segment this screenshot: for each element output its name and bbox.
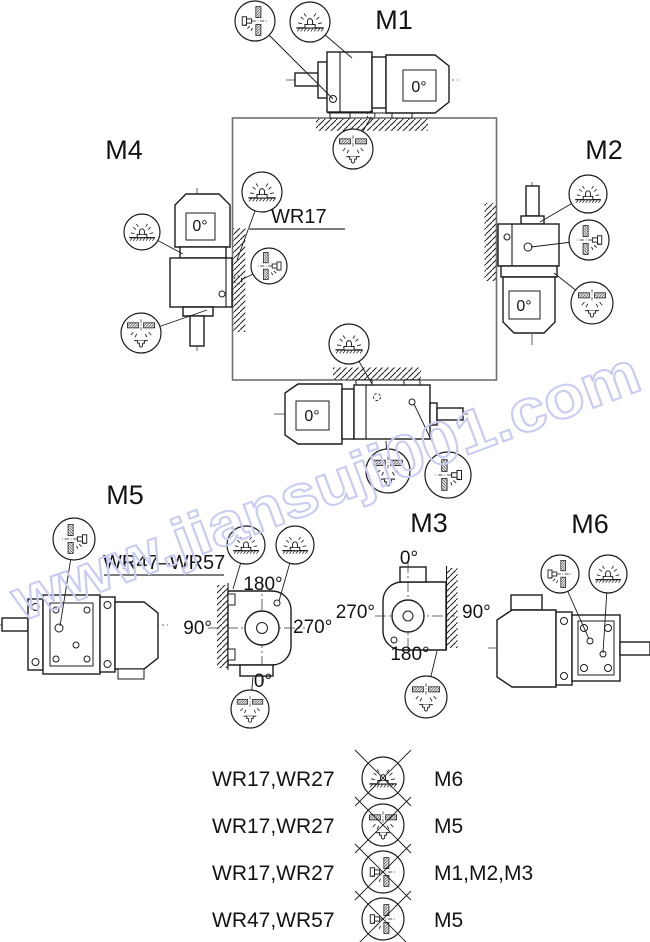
m5-gearmotor-drawing	[0, 594, 168, 680]
model-range: WR17,WR27	[212, 815, 335, 838]
table-row: WR17,WR27 M5	[212, 796, 463, 854]
table-row: WR47,WR57 M5	[212, 890, 463, 942]
wall-hatch-left	[233, 228, 246, 332]
terminal-box	[185, 212, 216, 241]
breather-top-crossed-icon	[354, 749, 412, 807]
side-plug-icon	[424, 451, 472, 499]
gear-housing	[169, 257, 233, 308]
wr17-series-label: WR17	[271, 206, 327, 228]
oil-plug-marker	[54, 623, 64, 633]
model-range: WR17,WR27	[212, 862, 335, 885]
m5-end-view-drawing: 180° 90° 270° 0°	[183, 574, 332, 692]
motor-body	[496, 609, 557, 688]
ceiling-angle-label: 0°	[304, 408, 319, 425]
m5-angle-bottom: 0°	[254, 671, 272, 692]
terminal-box	[510, 594, 543, 611]
m5-angle-top: 180°	[243, 574, 282, 595]
forbidden-positions: M1,M2,M3	[434, 862, 533, 885]
wall-hatch-top	[316, 118, 428, 131]
wall-hatch-bottom	[333, 367, 421, 380]
wall-hatch-right	[484, 203, 496, 281]
m3-position-label: M3	[410, 508, 448, 538]
breather-bottom-icon	[404, 675, 448, 719]
table-row: WR17,WR27 M6	[212, 749, 463, 807]
breather-top-icon	[289, 1, 331, 43]
m3-angle-top: 0°	[400, 548, 418, 569]
output-shaft	[619, 641, 650, 656]
breather-bottom-icon	[570, 281, 614, 325]
side-plug-icon	[52, 517, 96, 561]
oil-plug-marker	[390, 636, 398, 644]
gear-housing	[326, 51, 373, 113]
breather-bottom-icon	[230, 689, 270, 729]
breather-bottom-icon	[332, 128, 374, 170]
wr47-wr57-series-label: WR47–WR57	[103, 552, 225, 574]
output-shaft	[294, 72, 319, 87]
m3-end-view-drawing: 0° 270° 90° 180°	[336, 548, 491, 665]
m4-gearmotor-drawing: 0°	[169, 188, 243, 352]
terminal-box	[508, 290, 541, 320]
breather-bottom-icon	[120, 312, 162, 354]
breather-top-icon	[568, 174, 608, 214]
m3-angle-bottom: 180°	[390, 644, 429, 665]
breather-bottom-icon	[365, 448, 411, 494]
motor-body	[114, 601, 159, 670]
output-shaft	[189, 315, 205, 347]
callout-bubbles	[52, 0, 628, 729]
m6-gearmotor-drawing	[488, 594, 650, 688]
side-plug-icon	[568, 219, 610, 261]
m5-position-label: M5	[106, 480, 144, 510]
m1-angle-label: 0°	[411, 79, 426, 96]
table-row: WR17,WR27 M1,M2,M3	[212, 843, 533, 901]
m3-angle-left: 270°	[336, 602, 375, 623]
m1-gearmotor-drawing: 0°	[286, 51, 458, 120]
side-plug-crossed-icon	[354, 843, 412, 901]
breather-top-icon	[123, 213, 161, 251]
terminal-box	[402, 69, 437, 102]
output-shaft	[436, 407, 464, 421]
oil-plug-marker	[523, 242, 533, 252]
forbidden-positions: M5	[434, 909, 463, 932]
m6-position-label: M6	[571, 509, 609, 539]
m4-angle-label: 0°	[192, 218, 207, 235]
forbidden-positions: M6	[434, 768, 463, 791]
oil-plug-marker	[408, 398, 416, 406]
breather-top-icon	[588, 554, 628, 594]
m5-angle-right: 270°	[293, 617, 332, 638]
m5-angle-left: 90°	[183, 618, 212, 639]
breather-top-icon	[275, 525, 315, 565]
forbidden-positions: M5	[434, 815, 463, 838]
side-plug-icon	[540, 554, 580, 594]
model-range: WR17,WR27	[212, 768, 335, 791]
oil-plug-marker	[273, 599, 281, 607]
model-range: WR47,WR57	[212, 909, 335, 932]
oil-plug-marker	[586, 637, 594, 645]
terminal-box	[295, 400, 330, 431]
breather-bottom-crossed-icon	[354, 796, 412, 854]
breather-top-icon	[226, 525, 266, 565]
m2-angle-label: 0°	[516, 298, 531, 315]
breather-top-icon	[328, 323, 370, 365]
side-plug-crossed-icon	[354, 890, 412, 942]
restrictions-table: WR17,WR27 M6 WR17,WR27 M5 WR17,WR27 M1,M…	[212, 749, 533, 942]
m3-angle-right: 90°	[462, 602, 491, 623]
oil-plug-marker	[218, 290, 226, 298]
side-plug-icon	[234, 0, 276, 42]
m2-position-label: M2	[585, 135, 623, 165]
breather-top-icon	[241, 171, 283, 213]
output-shaft	[525, 185, 540, 217]
m1-position-label: M1	[375, 5, 413, 35]
m2-gearmotor-drawing: 0°	[497, 182, 560, 346]
side-plug-icon	[250, 247, 288, 285]
m4-position-label: M4	[105, 135, 143, 165]
